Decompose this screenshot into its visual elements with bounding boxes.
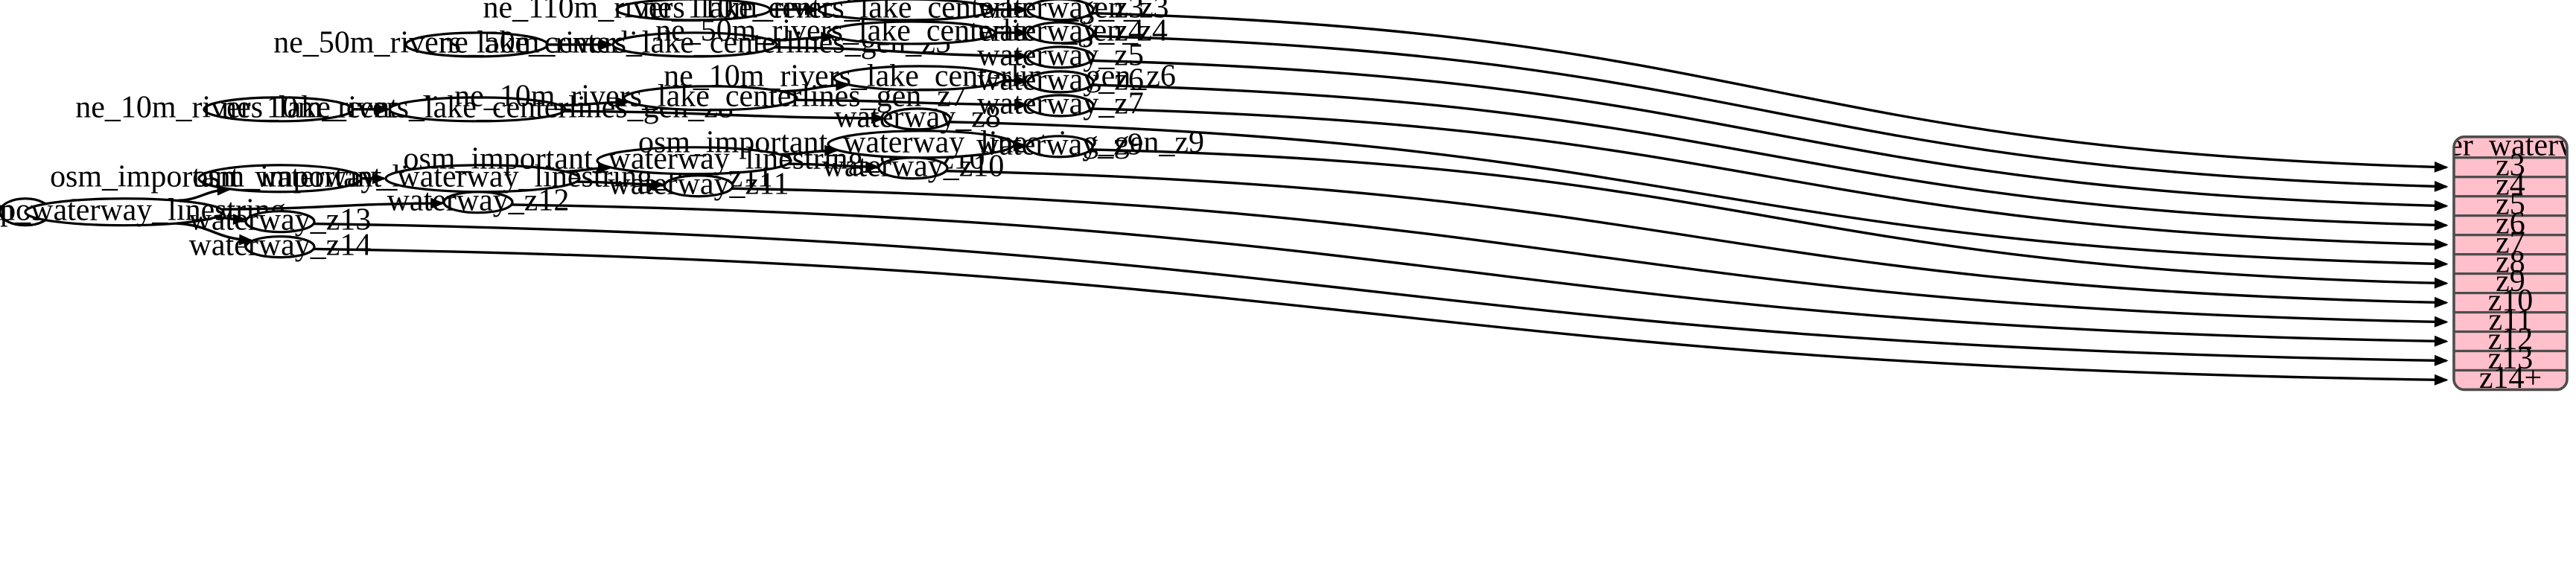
edge-arrow-21 — [1014, 99, 1028, 111]
node-shape-osm_important_waterway_linestring_gen_z10[interactable] — [596, 146, 792, 176]
node-shape-ne_110m_rivers_lake_centerlines[interactable] — [615, 0, 772, 22]
node-shape-waterway_z5[interactable] — [1026, 45, 1095, 69]
edge-waterway_z10-to-layer_waterway-z10 — [946, 169, 2447, 304]
edge-waterway_z14-to-layer_waterway-z14- — [314, 247, 2447, 382]
node-shape-ne_10m_rivers_lake_centerlines_gen_z8[interactable] — [388, 96, 567, 123]
edge-arrow-2 — [430, 197, 445, 209]
node-shape-waterway_z12[interactable] — [442, 191, 514, 214]
node-shape-waterway_z9[interactable] — [1025, 135, 1094, 159]
edge-ne_10m_rivers_lake_centerlines_gen_z7-to-waterway_z7 — [795, 98, 1027, 106]
edge-arrow-17 — [376, 103, 390, 115]
edge-arrow-22 — [1014, 75, 1028, 87]
edge-arrow-3 — [232, 214, 247, 225]
layer-table-row-z6[interactable] — [2454, 214, 2568, 237]
edge-waterway_z8-to-layer_waterway-z8 — [949, 121, 2447, 266]
edge-arrow-10 — [1014, 140, 1028, 152]
node-shape-waterway_z7[interactable] — [1026, 94, 1095, 118]
edge-waterway_z11-to-layer_waterway-z11 — [731, 187, 2447, 324]
edge-waterway_z7-to-layer_waterway-z7 — [1091, 107, 2447, 246]
node-shape-waterway_z13[interactable] — [244, 210, 316, 234]
edge-arrow-11 — [805, 4, 819, 16]
edge-arrow-23 — [2434, 161, 2449, 173]
edge-waterway_z3-to-layer_waterway-z3 — [1091, 12, 2447, 169]
node-shape-ne_50m_rivers_lake_centerlines[interactable] — [404, 31, 549, 58]
layer-table-row-z9[interactable] — [2454, 272, 2568, 295]
edge-arrow-4 — [238, 234, 253, 246]
edge-arrow-28 — [2434, 258, 2449, 269]
edge-arrow-34 — [2434, 374, 2449, 386]
node-shape-waterway_z4[interactable] — [1026, 21, 1095, 45]
edge-ne_50m_rivers_lake_centerlines_gen_z5-to-waterway_z5 — [774, 45, 1027, 58]
node-shape-osm_important_waterway_linestring_gen_z11[interactable] — [384, 164, 581, 194]
edge-waterway_z5-to-layer_waterway-z5 — [1091, 59, 2447, 208]
node-shape-ne_110m_rivers_lake_centerlines_gen_z3[interactable] — [817, 0, 994, 22]
edge-arrow-12 — [1014, 4, 1028, 16]
node-shape-osm_important_waterway_linestring[interactable] — [197, 164, 363, 194]
edge-arrow-30 — [2434, 296, 2449, 308]
node-shape-waterway_z10[interactable] — [877, 156, 949, 180]
edge-arrow-27 — [2434, 238, 2449, 250]
layer-table-row-z13[interactable] — [2454, 349, 2568, 372]
edge-arrow-18 — [615, 96, 630, 108]
layer-table-outline — [2452, 135, 2569, 392]
node-shape-waterway_z8[interactable] — [883, 107, 952, 131]
edge-ne_10m_rivers_lake_centerlines_gen_z8-to-waterway_z8 — [564, 109, 884, 120]
node-shape-waterway_z3[interactable] — [1026, 0, 1095, 22]
edge-arrow-31 — [2434, 316, 2449, 328]
edge-osm_important_waterway_linestring_gen_z10-to-waterway_z10 — [788, 162, 878, 168]
edge-arrow-24 — [2434, 180, 2449, 192]
edge-arrow-32 — [2434, 335, 2449, 347]
edge-arrow-15 — [1014, 50, 1028, 62]
edge-arrow-19 — [871, 112, 885, 124]
node-shape-ne_10m_rivers_lake_centerlines[interactable] — [203, 96, 354, 123]
layer-table-row-z7[interactable] — [2454, 234, 2568, 256]
edge-arrow-14 — [821, 31, 836, 43]
edge-osm_waterway_linestring-to-waterway_z12 — [221, 202, 443, 211]
edge-arrow-9 — [865, 161, 880, 173]
edge-waterway_z13-to-layer_waterway-z13 — [313, 222, 2447, 363]
layer-table-row-z4[interactable] — [2454, 176, 2568, 198]
layer-table-header — [2454, 136, 2568, 159]
edge-waterway_z4-to-layer_waterway-z4 — [1091, 34, 2447, 188]
node-shape-ne_50m_rivers_lake_centerlines_gen_z5[interactable] — [611, 31, 778, 58]
edge-arrow-7 — [651, 179, 665, 191]
layer-table-row-z14plus[interactable] — [2454, 368, 2568, 390]
edge-arrow-29 — [2434, 277, 2449, 289]
edge-arrow-33 — [2434, 354, 2449, 366]
edge-arrow-5 — [372, 173, 387, 185]
layer-table-row-z5[interactable] — [2454, 195, 2568, 217]
node-shape-ne_10m_rivers_lake_centerlines_gen_z7[interactable] — [623, 85, 798, 112]
edge-arrow-26 — [2434, 219, 2449, 231]
edge-osm_important_waterway_linestring_gen_z11-to-waterway_z11 — [576, 180, 664, 186]
layer-table-row-z3[interactable] — [2454, 156, 2568, 179]
edge-arrow-13 — [600, 39, 614, 51]
edges-layer — [25, 4, 2449, 386]
node-shape-waterway_z6[interactable] — [1026, 70, 1095, 94]
layer-table-row-z12[interactable] — [2454, 330, 2568, 353]
nodes-layer: imposm3osm_waterway_linestringosm_import… — [0, 0, 1204, 262]
edge-waterway_z6-to-layer_waterway-z6 — [1091, 83, 2447, 227]
layer-table-row-z11[interactable] — [2454, 310, 2568, 334]
node-shape-ne_10m_rivers_lake_centerlines_gen_z6[interactable] — [833, 65, 1007, 92]
edge-waterway_z9-to-layer_waterway-z9 — [1090, 148, 2447, 285]
node-shape-osm_important_waterway_linestring_gen_z9[interactable] — [827, 130, 1016, 159]
node-shape-ne_50m_rivers_lake_centerlines_gen_z4[interactable] — [827, 20, 996, 45]
edge-waterway_z12-to-layer_waterway-z12 — [511, 203, 2447, 343]
node-shape-waterway_z11[interactable] — [663, 174, 734, 198]
layer-table-row-z10[interactable] — [2454, 292, 2568, 314]
node-shape-osm_waterway_linestring[interactable] — [24, 197, 225, 227]
node-shape-waterway_z14[interactable] — [244, 235, 316, 259]
edge-arrow-25 — [2434, 200, 2449, 211]
edge-arrow-16 — [1014, 27, 1028, 39]
layer-table-row-z8[interactable] — [2454, 253, 2568, 275]
